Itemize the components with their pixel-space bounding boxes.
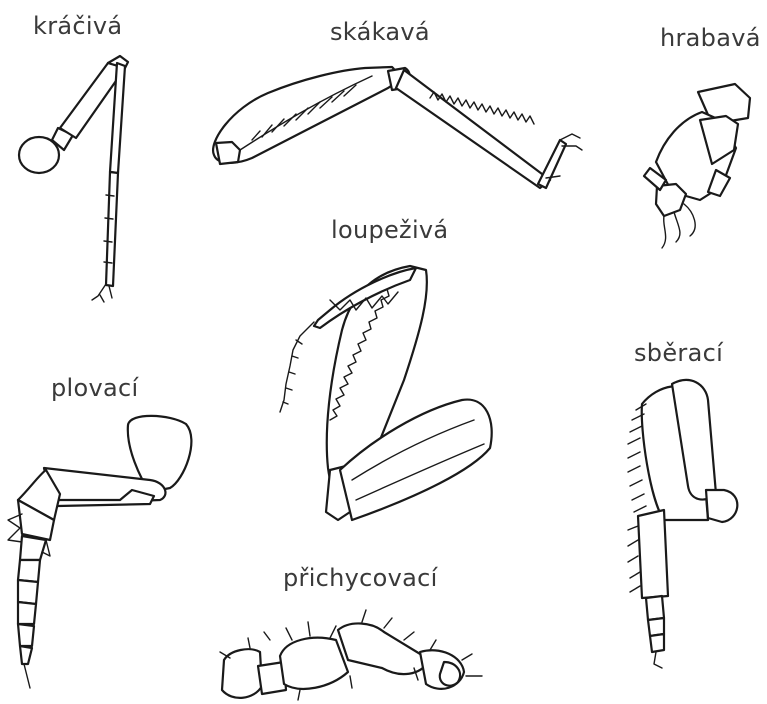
digging-leg-drawing — [644, 84, 750, 248]
jumping-leg-drawing — [213, 67, 582, 188]
raptorial-leg-drawing — [280, 266, 492, 520]
clinging-leg-drawing — [220, 610, 482, 700]
swimming-leg-drawing — [8, 416, 191, 688]
walking-leg-drawing — [19, 56, 128, 302]
collecting-leg-drawing — [628, 380, 737, 668]
